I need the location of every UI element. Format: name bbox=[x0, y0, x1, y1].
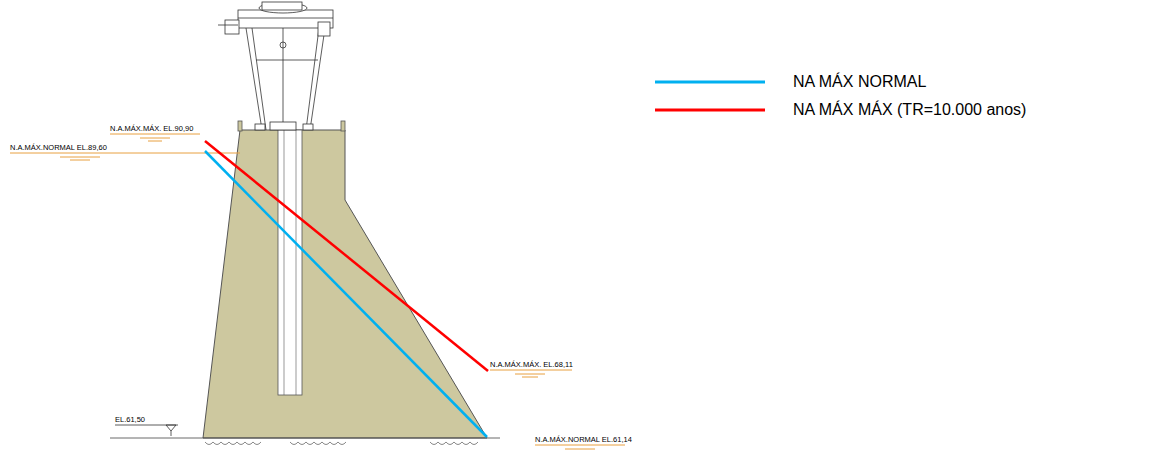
water-level-symbol bbox=[10, 134, 625, 449]
elevation-label: N.A.MÁX.NORMAL EL.89,60 bbox=[10, 144, 107, 152]
elevation-label: N.A.MÁX.NORMAL EL.61,14 bbox=[535, 436, 632, 444]
elevation-label: EL.61,50 bbox=[115, 416, 145, 424]
legend-text: NA MÁX MÁX (TR=10.000 anos) bbox=[793, 102, 1026, 118]
dam-body bbox=[203, 130, 487, 438]
legend-line-sample bbox=[655, 109, 765, 112]
gantry-crane bbox=[218, 2, 333, 130]
parapet bbox=[238, 121, 242, 131]
max-max-uplift-line bbox=[205, 141, 488, 371]
parapet bbox=[341, 121, 345, 131]
slot-line bbox=[296, 130, 297, 395]
legend-line-sample bbox=[655, 81, 765, 84]
slot-line bbox=[284, 130, 285, 395]
legend-text: NA MÁX NORMAL bbox=[793, 74, 926, 90]
elevation-label: N.A.MÁX.MÁX. EL.90,90 bbox=[110, 125, 193, 133]
elevation-label: N.A.MÁX.MÁX. EL.68,11 bbox=[490, 361, 573, 369]
drain-symbols bbox=[205, 442, 478, 445]
max-normal-uplift-line bbox=[205, 151, 487, 437]
foundation-line bbox=[110, 438, 500, 439]
gate-slot bbox=[278, 130, 302, 395]
elevation-marker bbox=[115, 425, 178, 436]
